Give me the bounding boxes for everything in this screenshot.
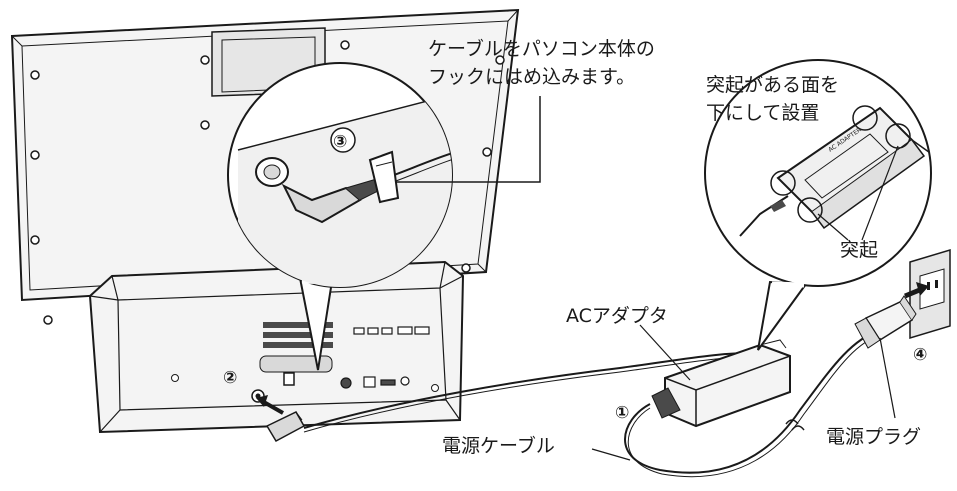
pc-base-unit	[88, 260, 465, 434]
step-4-marker: ④	[913, 345, 927, 365]
hook-callout	[227, 62, 453, 371]
ac-adapter-label: ACアダプタ	[566, 305, 668, 327]
wall-outlet	[909, 248, 951, 340]
ac-adapter	[651, 339, 791, 428]
hook-instruction-line1: ケーブルをパソコン本体の	[428, 37, 655, 60]
cable-leader-line	[591, 448, 631, 461]
vent-grille	[259, 322, 333, 373]
plug-leader-line	[879, 337, 896, 419]
power-cable-label: 電源ケーブル	[442, 434, 555, 457]
step-3-marker: ③	[333, 132, 347, 152]
hook-instruction-line2: フックにはめ込みます。	[428, 66, 635, 88]
cable-break	[785, 419, 805, 431]
cable-hook	[283, 372, 295, 386]
power-plug-label: 電源プラグ	[826, 426, 921, 448]
protrusion-label: 突起	[840, 239, 878, 261]
protrusion-instruction-line1: 突起がある面を	[706, 74, 839, 96]
hook-leader-line	[396, 96, 541, 183]
insert-arrow	[256, 395, 284, 415]
screw-holes	[30, 40, 505, 325]
power-plug	[854, 295, 917, 349]
protrusion-instruction-line2: 下にして設置	[706, 102, 819, 124]
plug-arrow	[904, 282, 929, 299]
port-row	[340, 326, 430, 389]
adapter-callout: AC ADAPTER	[704, 59, 932, 351]
step-1-marker: ①	[615, 403, 629, 423]
step-2-marker: ②	[223, 368, 237, 388]
adapter-leader-line	[639, 324, 691, 381]
cables	[303, 329, 883, 478]
dc-plug	[265, 411, 306, 442]
